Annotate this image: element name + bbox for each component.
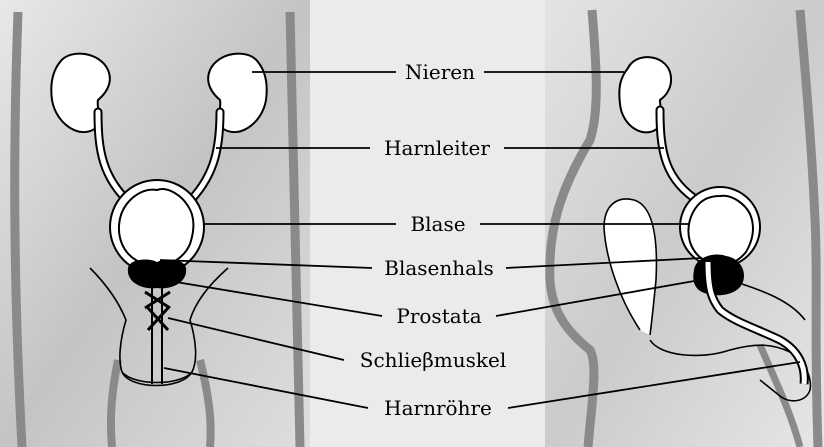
prostata-front xyxy=(128,260,186,289)
label-harnleiter: Harnleiter xyxy=(384,136,490,160)
label-blase: Blase xyxy=(410,212,465,236)
label-blasenhals: Blasenhals xyxy=(384,256,493,280)
label-harnroehre: Harnröhre xyxy=(384,396,492,420)
bladder-inner xyxy=(119,189,194,266)
label-prostata: Prostata xyxy=(396,304,481,328)
prostata-side xyxy=(693,255,744,296)
label-schliessmuskel: Schlieβmuskel xyxy=(360,348,506,372)
label-nieren: Nieren xyxy=(405,60,475,84)
bladder-side-inner xyxy=(688,196,753,265)
